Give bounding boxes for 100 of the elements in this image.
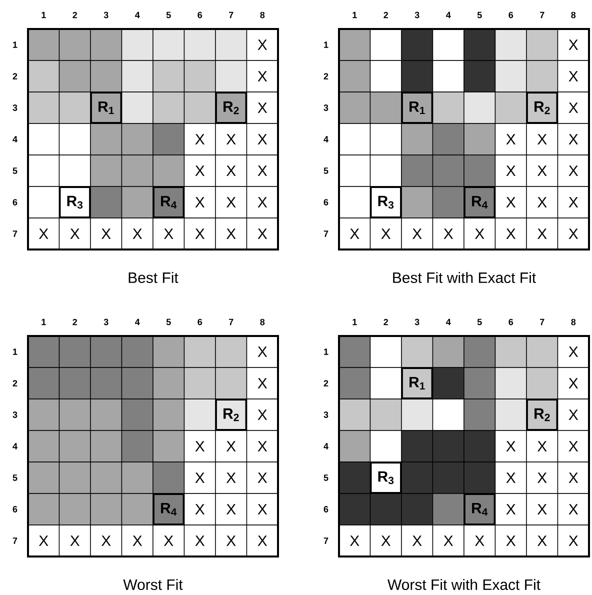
- row-number: 4: [12, 136, 18, 142]
- row-number: 2: [12, 73, 18, 80]
- grid-cell: X: [246, 336, 278, 368]
- grid-cell: X: [370, 524, 402, 557]
- column-number: 4: [446, 12, 451, 18]
- grid-cell: R$_{2}$: [215, 92, 248, 124]
- grid-cell: X: [494, 524, 527, 557]
- grid-cell: R$_{4}$: [152, 493, 185, 526]
- grid-cell: X: [184, 430, 216, 462]
- grid-cell: X: [557, 430, 590, 462]
- grid-cell: X: [557, 92, 590, 124]
- grid-cell: X: [215, 154, 248, 187]
- column-number: 2: [72, 12, 78, 18]
- row-number: 3: [12, 412, 18, 418]
- grid-cell: X: [246, 28, 278, 61]
- grid-cell: R$_{4}$: [152, 186, 185, 218]
- column-number: 1: [352, 318, 357, 326]
- row-number: 4: [12, 443, 18, 450]
- grid-cell: X: [494, 123, 527, 156]
- row-number: 6: [324, 506, 328, 512]
- column-number: 5: [166, 12, 171, 18]
- grid-cell: X: [184, 123, 216, 156]
- grid-cell: R$_{4}$: [464, 186, 496, 218]
- column-number: 4: [135, 12, 140, 18]
- grid-cell: X: [401, 218, 434, 250]
- row-number: 6: [12, 506, 18, 512]
- column-number: 7: [229, 318, 234, 326]
- row-number: 4: [324, 136, 328, 142]
- grid-cell: X: [494, 218, 527, 250]
- panel-caption: Worst Fit: [123, 579, 183, 590]
- grid-cell: X: [432, 524, 464, 557]
- grid-cell: X: [215, 123, 248, 156]
- grid-cell: R$_{2}$: [526, 92, 558, 124]
- column-number: 7: [229, 12, 234, 18]
- grid-cell: X: [215, 524, 248, 557]
- grid-cell: R$_{4}$: [464, 493, 496, 526]
- column-number: 8: [571, 12, 576, 18]
- grid-cell: X: [121, 218, 154, 250]
- grid-cell: R$_{3}$: [370, 462, 402, 494]
- column-number: 8: [260, 318, 265, 326]
- grid-cell: X: [246, 60, 278, 92]
- grid-cell: X: [526, 524, 558, 557]
- grid-cell: R$_{3}$: [370, 186, 402, 218]
- grid-cell: X: [526, 430, 558, 462]
- row-number: 2: [324, 73, 328, 80]
- grid-cell: X: [184, 462, 216, 494]
- row-number: 1: [13, 348, 18, 355]
- column-number: 2: [384, 12, 388, 18]
- grid-cell: X: [184, 493, 216, 526]
- column-number: 4: [135, 318, 140, 326]
- grid-cell: X: [494, 430, 527, 462]
- column-number: 5: [477, 318, 482, 326]
- grid-cell: X: [464, 218, 496, 250]
- grid-cell: X: [184, 154, 216, 187]
- column-number: 3: [104, 12, 108, 18]
- grid-cell: X: [526, 218, 558, 250]
- column-number: 3: [414, 318, 420, 326]
- grid-cell: X: [526, 186, 558, 218]
- grid-cell: X: [338, 218, 371, 250]
- row-number: 7: [12, 230, 18, 237]
- row-number: 7: [324, 230, 328, 237]
- grid-cell: R$_{2}$: [526, 398, 558, 431]
- column-number: 3: [104, 318, 108, 326]
- row-number: 1: [324, 42, 328, 48]
- grid-cell: X: [557, 398, 590, 431]
- grid-cell: X: [464, 524, 496, 557]
- grid-cell: X: [246, 186, 278, 218]
- grid-cell: X: [246, 430, 278, 462]
- row-number: 5: [324, 474, 328, 481]
- grid-cell: X: [246, 367, 278, 400]
- grid-cell: X: [246, 154, 278, 187]
- row-number: 4: [324, 443, 328, 450]
- grid-cell: X: [246, 524, 278, 557]
- grid-cell: X: [557, 367, 590, 400]
- row-number: 5: [12, 168, 18, 174]
- column-number: 7: [540, 12, 544, 18]
- panel-caption: Best Fit with Exact Fit: [393, 272, 536, 283]
- grid-cell: X: [494, 462, 527, 494]
- row-number: 6: [12, 199, 18, 206]
- row-number: 3: [12, 104, 18, 111]
- row-number: 2: [324, 380, 328, 386]
- column-number: 6: [508, 318, 514, 326]
- grid-cell: X: [526, 493, 558, 526]
- grid-cell: X: [152, 218, 185, 250]
- grid-cell: X: [215, 186, 248, 218]
- grid-cell: X: [494, 186, 527, 218]
- grid-cell: X: [246, 462, 278, 494]
- grid-cell: X: [526, 123, 558, 156]
- grid-cell: X: [338, 524, 371, 557]
- grid-cell: X: [401, 524, 434, 557]
- row-number: 1: [324, 348, 328, 355]
- grid-cell: R$_{3}$: [58, 186, 91, 218]
- grid-cell: X: [246, 398, 278, 431]
- grid-cell: X: [121, 524, 154, 557]
- grid-cell: X: [184, 186, 216, 218]
- column-number: 2: [72, 318, 78, 326]
- grid-cell: X: [557, 154, 590, 187]
- grid-cell: X: [526, 462, 558, 494]
- row-number: 5: [12, 474, 18, 481]
- column-number: 8: [571, 318, 576, 326]
